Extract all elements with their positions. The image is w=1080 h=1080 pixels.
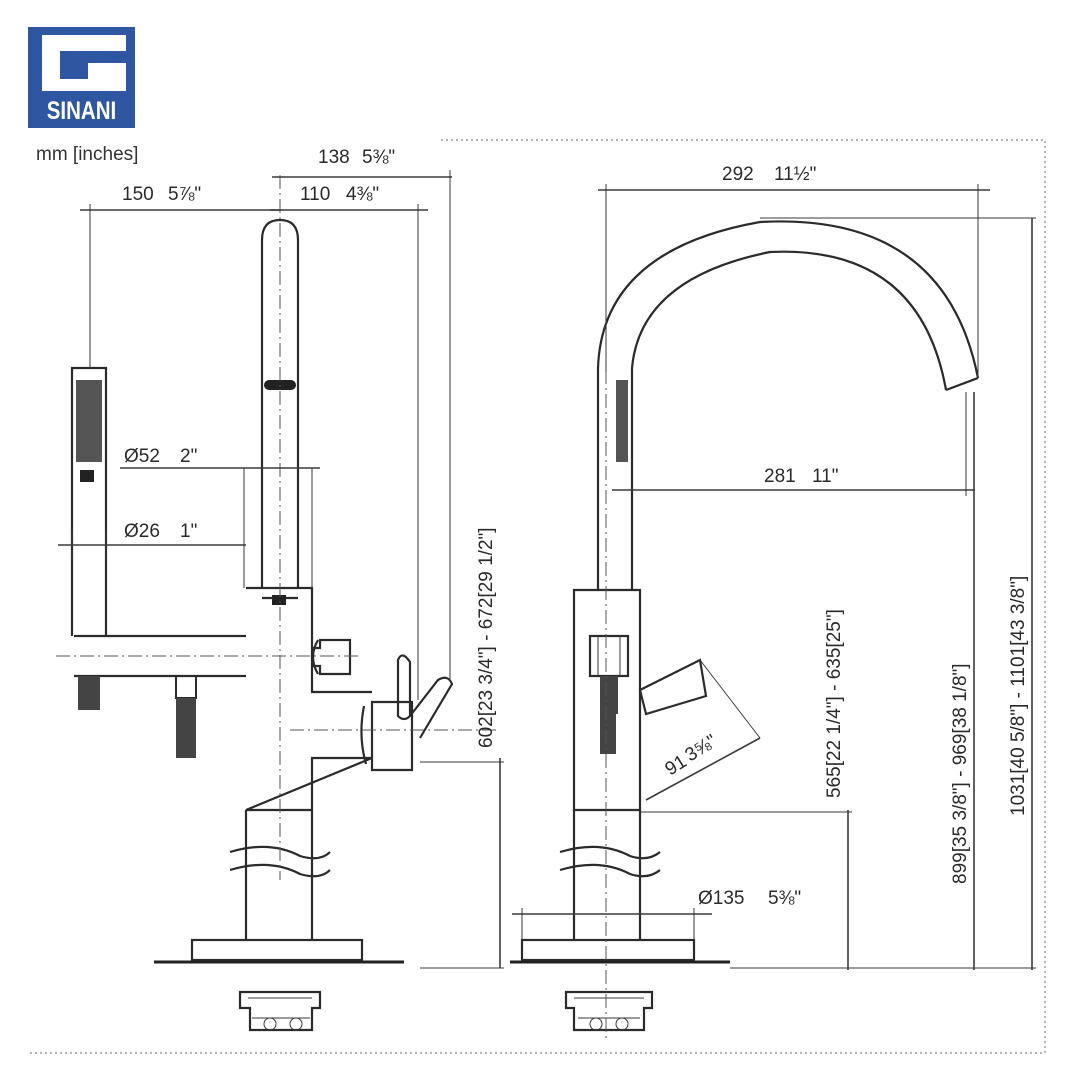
dim-d52-inch: 2": [180, 446, 197, 467]
dim-d135-label: Ø135: [698, 888, 744, 909]
dim-110-inch: 4⅜": [346, 184, 379, 205]
right-view-faucet: [510, 220, 980, 1032]
dim-899-label: 899[35 3/8"] - 969[38 1/8"]: [950, 663, 971, 884]
dim-292-inch: 11½": [774, 164, 816, 185]
logo-mark: [42, 35, 126, 91]
dim-d26-inch: 1": [180, 521, 197, 542]
dim-150-label: 150: [122, 184, 154, 205]
dim-281-inch: 11": [812, 466, 838, 487]
right-view-dimensions: [512, 184, 1036, 1040]
dim-left-height-label: 602[23 3/4"] - 672[29 1/2"]: [476, 527, 497, 748]
dim-292-label: 292: [722, 164, 754, 185]
left-view-dimensions: [56, 170, 504, 969]
dim-d26-label: Ø26: [124, 521, 160, 542]
dim-d52-label: Ø52: [124, 446, 160, 467]
units-label: mm [inches]: [36, 144, 139, 165]
brand-name: SINANI: [46, 97, 117, 125]
dim-150-inch: 5⅞": [168, 184, 201, 205]
left-view-faucet: [70, 218, 454, 1032]
dim-d135-inch: 5⅜": [768, 888, 801, 909]
brand-logo: SINANI: [28, 27, 135, 128]
dim-565-label: 565[22 1/4"] - 635[25"]: [824, 609, 845, 798]
dim-1031-label: 1031[40 5/8"] - 1101[43 3/8"]: [1008, 576, 1029, 816]
dim-281-label: 281: [764, 466, 796, 487]
dim-91-inch: 3⅝": [682, 731, 721, 766]
dim-138-inch: 5⅜": [362, 147, 395, 168]
dim-138-label: 138: [318, 147, 350, 168]
dim-110-label: 110: [300, 184, 330, 205]
